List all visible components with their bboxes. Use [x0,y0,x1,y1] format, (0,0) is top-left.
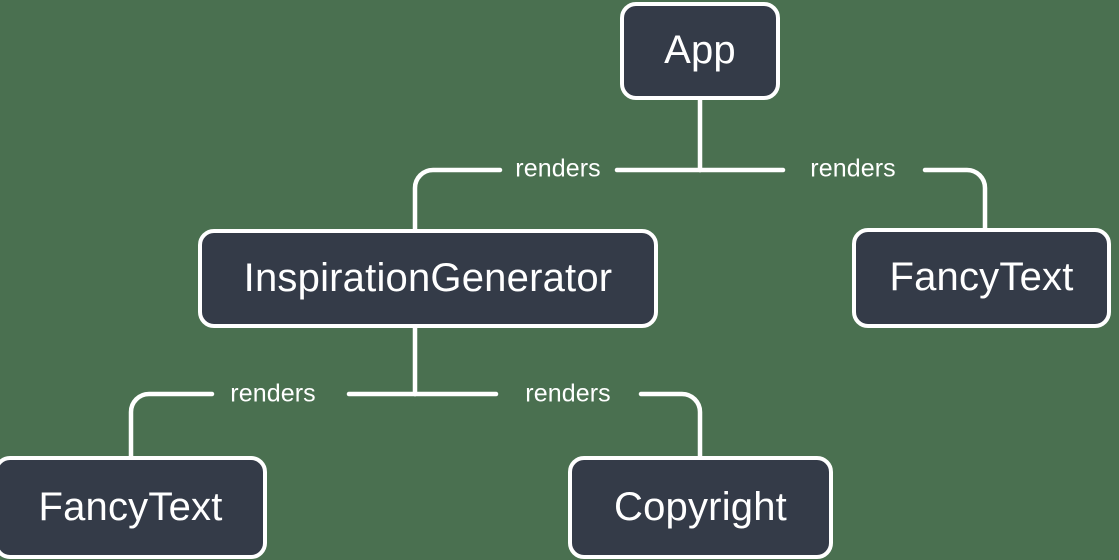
edge-app-to-inspirationgenerator [412,167,503,232]
node-fancytext-right[interactable]: FancyText [852,228,1111,328]
node-app-label: App [664,28,736,72]
node-copyright[interactable]: Copyright [568,456,833,559]
edge-app-to-fancytext-right [922,167,988,231]
edge-label-app-to-fancytext-right: renders [810,154,896,183]
edge-label-inspirationgenerator-to-copyright: renders [525,379,611,408]
edge-inspirationgenerator-to-copyright [638,391,703,459]
node-fancytext-bottom-label: FancyText [38,484,223,529]
node-copyright-label: Copyright [614,484,787,529]
edge-inspirationgenerator-to-fancytext-bottom [128,391,215,459]
edge-label-inspirationgenerator-to-fancytext-bottom: renders [230,379,316,408]
node-inspiration-generator-label: InspirationGenerator [243,255,613,300]
node-fancytext-right-label: FancyText [889,255,1074,299]
node-app[interactable]: App [620,2,780,100]
node-inspiration-generator[interactable]: InspirationGenerator [198,229,658,328]
edge-label-app-to-inspirationgenerator: renders [515,154,601,183]
node-fancytext-bottom[interactable]: FancyText [0,456,267,559]
